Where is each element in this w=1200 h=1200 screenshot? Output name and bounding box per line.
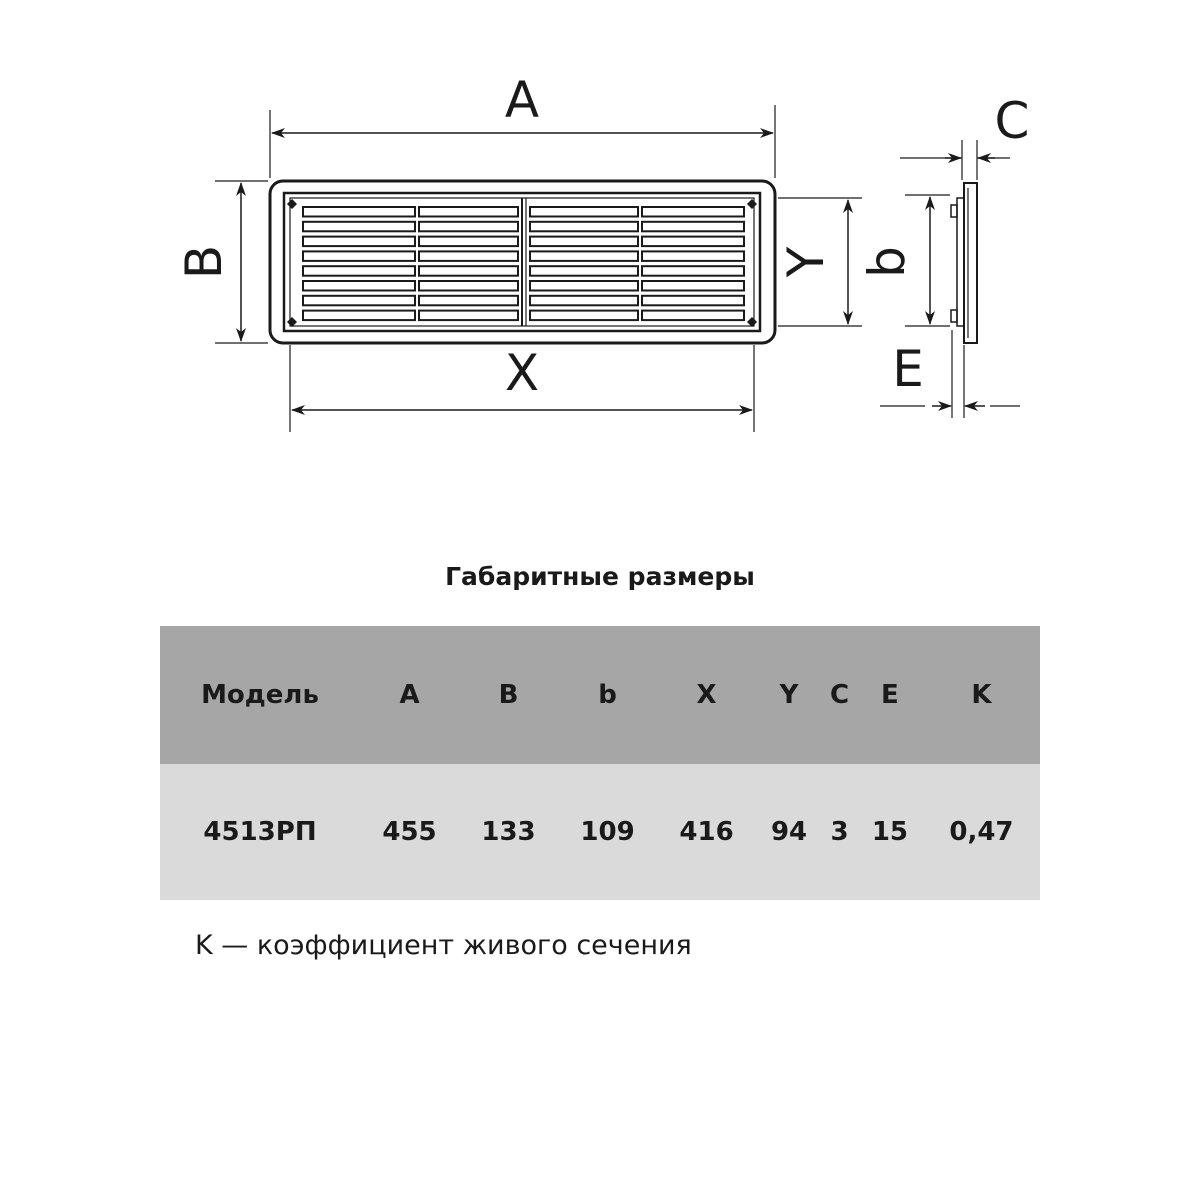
grille-slat [418, 220, 519, 233]
dim-label-a: A [505, 71, 539, 129]
grille-slat [302, 206, 416, 218]
header-b-small: b [598, 680, 617, 710]
cell-e: 15 [871, 817, 908, 847]
cell-model: 4513РП [203, 817, 317, 847]
grille-slat [418, 280, 519, 292]
table-title: Габаритные размеры [445, 562, 755, 591]
grille-outer-frame [268, 179, 777, 345]
cell-c: 3 [830, 817, 849, 847]
header-a: A [399, 680, 420, 710]
grille-slat [641, 206, 745, 218]
grille-slat [641, 280, 745, 292]
header-y: Y [779, 680, 799, 710]
footnote: K — коэффициент живого сечения [195, 930, 692, 961]
grille-slat [302, 294, 416, 307]
grille-side-view [950, 182, 978, 344]
dim-label-b: B [175, 245, 233, 279]
grille-slat [529, 206, 639, 218]
grille-slat [641, 265, 745, 277]
dim-label-y: Y [777, 246, 835, 278]
table-row: 4513РП 455 133 109 416 94 3 15 0,47 [160, 764, 1040, 900]
grille-slat [302, 250, 416, 262]
grille-slat [302, 220, 416, 233]
dimensions-table: Модель A B b X Y C E K 4513РП 455 133 10… [160, 626, 1040, 900]
grille-slat [641, 309, 745, 322]
grille-slat [529, 250, 639, 262]
grille-slat [529, 265, 639, 277]
grille-slat [418, 206, 519, 218]
dim-label-e: E [892, 340, 924, 398]
header-model: Модель [201, 680, 319, 710]
grille-slat [418, 294, 519, 307]
grille-slat [302, 309, 416, 322]
header-c: C [829, 680, 850, 710]
grille-slat [529, 220, 639, 233]
grille-slat [529, 294, 639, 307]
cell-x: 416 [679, 817, 734, 847]
cell-a: 455 [382, 817, 437, 847]
grille-slat [418, 309, 519, 322]
cell-b: 133 [481, 817, 536, 847]
grille-slat [641, 294, 745, 307]
side-dimension-arrows [925, 153, 995, 411]
grille-slat [302, 235, 416, 248]
technical-drawing: A B X Y b C E [175, 71, 1030, 432]
grille-slat [529, 280, 639, 292]
header-x: X [696, 680, 717, 710]
grille-slat [302, 280, 416, 292]
grille-slat [529, 235, 639, 248]
dim-label-c: C [995, 92, 1030, 150]
screw-heads [287, 199, 757, 327]
extension-lines [215, 105, 862, 432]
cell-k: 0,47 [949, 817, 1014, 847]
grille-slat [529, 309, 639, 322]
grille-slat [418, 250, 519, 262]
grille-inner-frame [282, 191, 762, 333]
grille-slat [302, 265, 416, 277]
header-b: B [498, 680, 519, 710]
grille-slat [641, 235, 745, 248]
cell-y: 94 [770, 817, 808, 847]
grille-front-view [268, 179, 777, 345]
header-e: E [881, 680, 899, 710]
grille-slat [641, 220, 745, 233]
grille-slat [641, 250, 745, 262]
dimension-lines [236, 128, 853, 415]
cell-b-small: 109 [580, 817, 635, 847]
grille-slats [302, 206, 745, 322]
header-k: K [971, 680, 992, 710]
table-header-row: Модель A B b X Y C E K [160, 626, 1040, 764]
grille-slat [418, 235, 519, 248]
grille-slat [418, 265, 519, 277]
dim-label-x: X [505, 344, 539, 402]
dim-label-b-small: b [858, 246, 916, 278]
